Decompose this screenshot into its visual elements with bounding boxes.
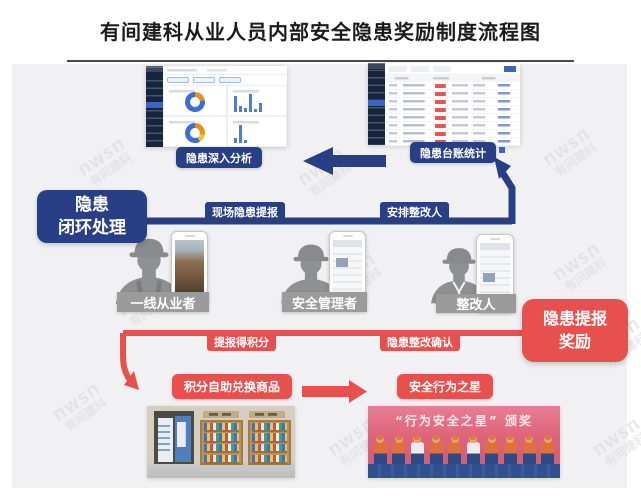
stat-chips: [163, 75, 287, 85]
table-row: [385, 82, 520, 90]
donut-chart: [163, 116, 228, 147]
bar-chart: [227, 116, 287, 147]
role-label-frontline-worker: 一线从业者: [117, 292, 209, 312]
table-row: [385, 122, 520, 130]
role-label-rectifier: 整改人: [436, 294, 516, 313]
table-row: [385, 130, 520, 138]
closed-loop-box: 隐患 闭环处理: [37, 190, 147, 243]
label-rectify-confirm: 隐患整改确认: [380, 333, 460, 351]
sidebar-active-item: [146, 102, 163, 109]
goods-shelf: [200, 419, 244, 466]
label-site-hazard-report: 现场隐患提报: [205, 202, 285, 221]
goods-shelf: [247, 419, 291, 466]
store-doorway: [154, 411, 195, 465]
app-sidebar: [146, 66, 163, 147]
role-label-safety-manager: 安全管理者: [282, 292, 367, 312]
vending-machine: [157, 418, 173, 463]
phone-screen: [175, 240, 204, 297]
closed-loop-line2: 闭环处理: [58, 217, 126, 238]
ceremony-crowd: [373, 435, 555, 468]
role-rectifier: 整改人: [426, 234, 518, 320]
vending-machine: [175, 416, 192, 463]
store-sign: [249, 411, 285, 418]
photo-award-ceremony: “行为安全之星” 颁奖: [368, 406, 560, 478]
reward-box: 隐患提报 奖励: [522, 299, 628, 362]
table-row: [385, 98, 520, 106]
dashboard-charts: [163, 85, 287, 147]
ceremony-banner-text: “行为安全之星” 颁奖: [395, 414, 533, 429]
label-report-points: 提报得积分: [207, 333, 276, 351]
caption-hazard-analysis: 隐患深入分析: [176, 147, 262, 168]
store-floor: [147, 462, 295, 478]
reward-line1: 隐患提报: [542, 309, 607, 329]
ledger-main: [385, 63, 520, 154]
photo-points-store: [147, 406, 295, 478]
dashboard-topbar: [163, 66, 287, 75]
closed-loop-line1: 隐患: [75, 194, 109, 215]
screenshot-hazard-ledger: [368, 63, 520, 154]
bar-chart: [227, 85, 287, 116]
caption-hazard-ledger: 隐患台账统计: [410, 142, 496, 163]
caption-safety-star: 安全行为之星: [397, 374, 494, 399]
store-sign: [203, 411, 239, 418]
table-filter-bar: [385, 63, 520, 75]
phone-screen: [333, 240, 362, 298]
screenshot-hazard-analysis: [146, 66, 287, 147]
donut-chart: [163, 85, 228, 116]
sidebar-active-item: [368, 99, 385, 106]
page-title: 有间建科从业人员内部安全隐患奖励制度流程图: [100, 20, 541, 44]
table-row: [385, 90, 520, 98]
caption-points-redeem: 积分自助兑换商品: [172, 374, 293, 399]
title-divider: [67, 60, 574, 62]
ceremony-tables: [368, 464, 560, 478]
app-sidebar: [368, 63, 385, 145]
reward-line2: 奖励: [558, 331, 591, 351]
phone-screen: [480, 243, 510, 304]
dashboard-main: [163, 66, 287, 147]
label-assign-rectifier: 安排整改人: [380, 202, 449, 221]
table-row: [385, 106, 520, 114]
table-row: [385, 114, 520, 122]
role-safety-manager: 安全管理者: [276, 231, 368, 317]
role-frontline-worker: 一线从业者: [110, 230, 210, 316]
table-header: [385, 75, 520, 82]
